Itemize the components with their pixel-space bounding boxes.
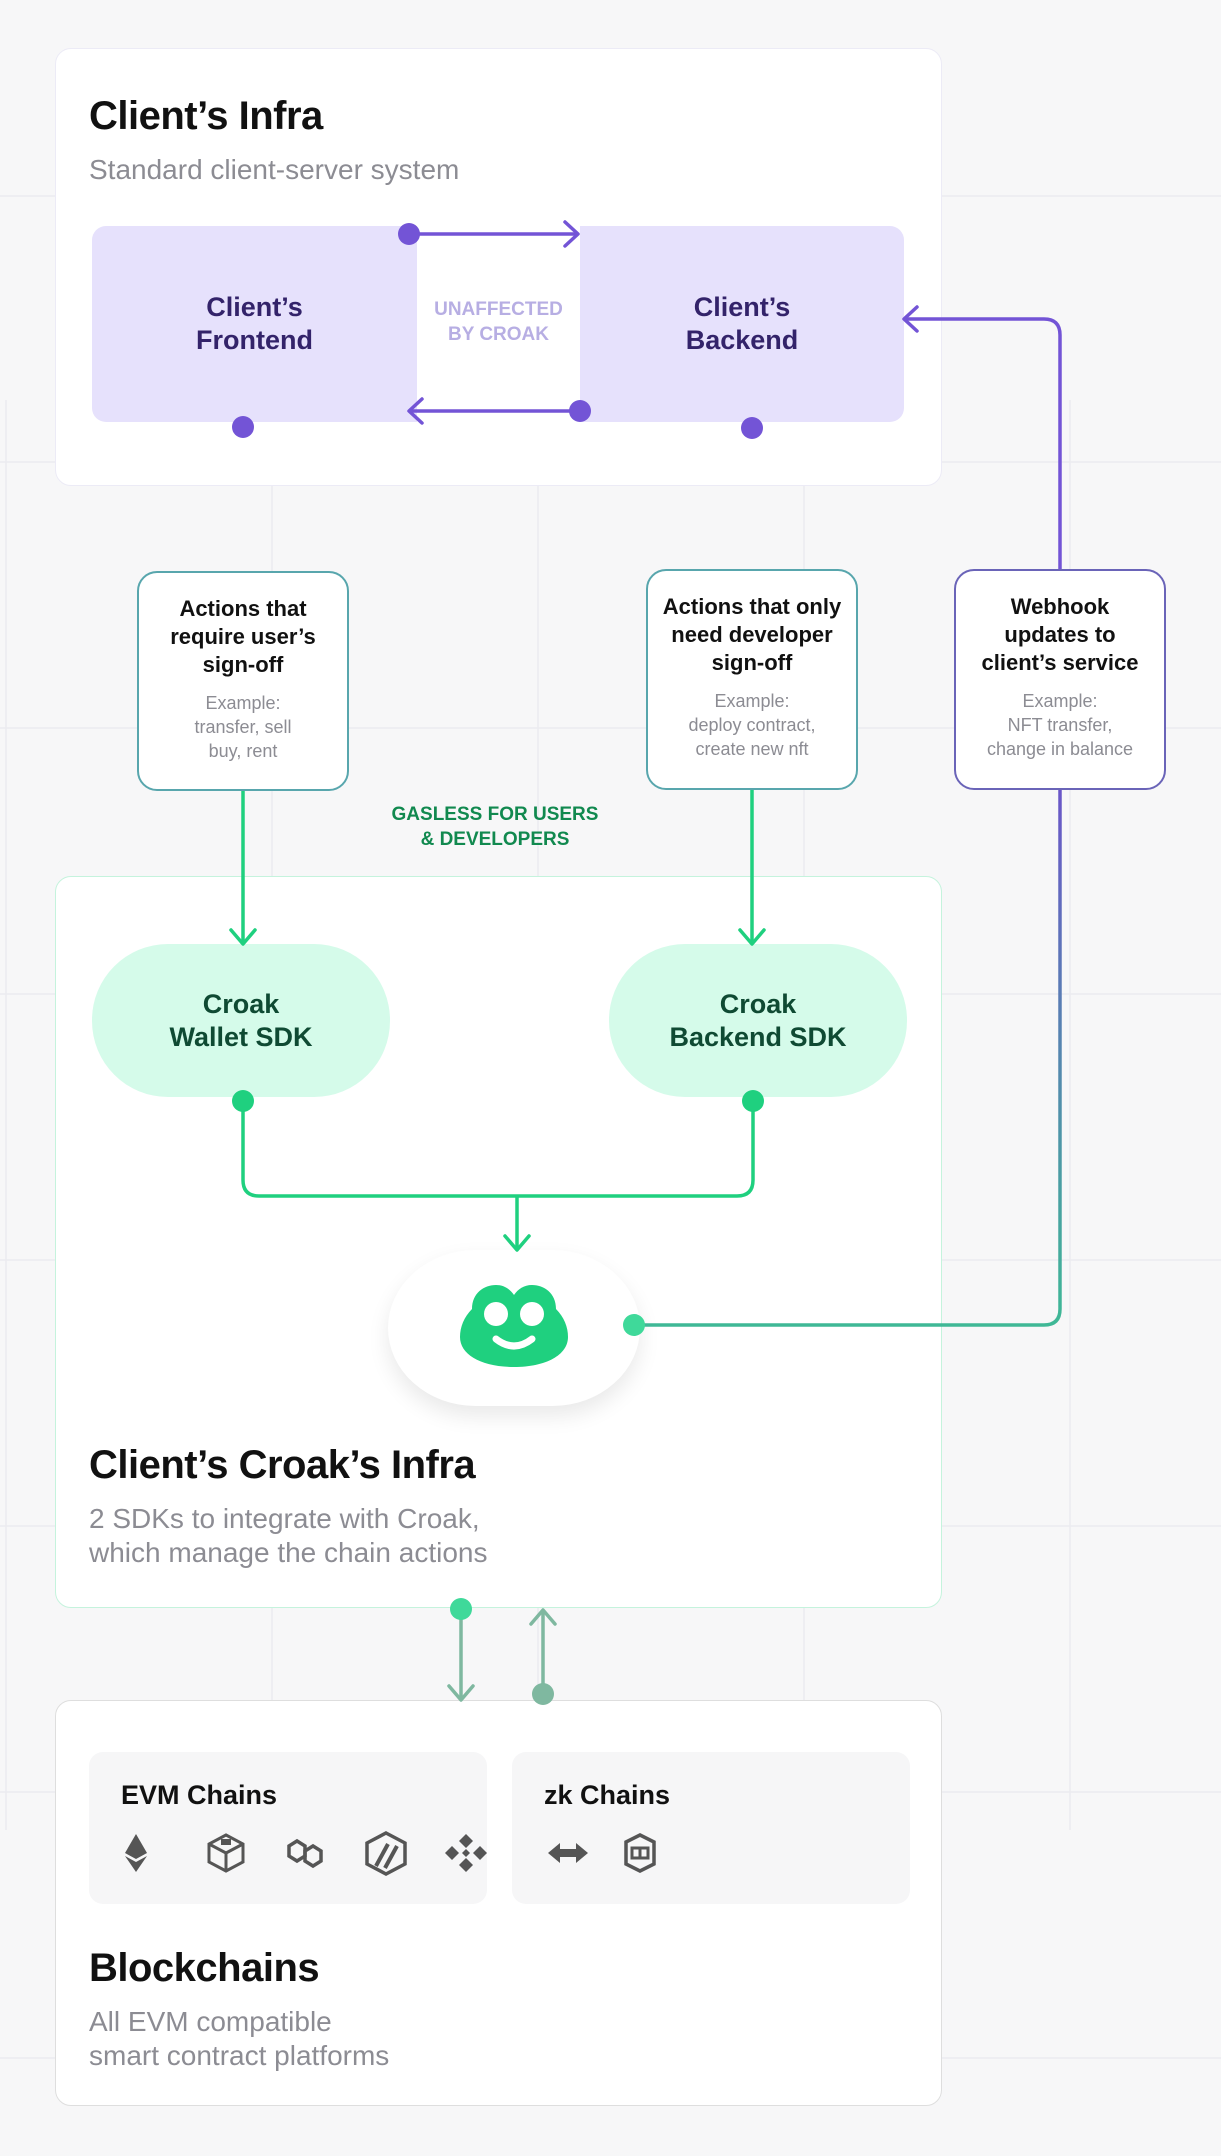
cube-icon [207,1833,245,1873]
webhook-example-1: Example: [1022,691,1098,711]
hex-chain-icon [624,1833,656,1873]
blockchains-subtitle: All EVM compatible smart contract platfo… [89,2005,389,2073]
developer-signoff-example-1: Example: [714,691,790,711]
developer-signoff-example-3: create new nft [695,739,809,759]
unaffected-by-croak-label: UNAFFECTED BY CROAK [417,297,580,347]
wallet-sdk-line2: Wallet SDK [169,1021,313,1052]
user-signoff-title-3: sign-off [202,652,284,677]
bnb-icon [445,1834,487,1872]
developer-signoff-title-3: sign-off [711,650,793,675]
webhook-connector [623,305,1062,1336]
user-signoff-title-2: require user’s [170,624,316,649]
sdk-merge-connector [232,1090,764,1252]
evm-chains-box: EVM Chains [89,1752,487,1904]
developer-signoff-example-2: deploy contract, [688,715,816,735]
user-signoff-title-1: Actions that [179,596,307,621]
user-signoff-example-3: buy, rent [208,741,278,761]
webhook-title-1: Webhook [1010,594,1110,619]
zksync-icon [548,1843,588,1863]
frontend-connector [232,416,254,571]
croak-wallet-sdk-node: Croak Wallet SDK [92,944,390,1097]
croak-infra-subtitle-1: 2 SDKs to integrate with Croak, [89,1503,480,1534]
backend-label-line2: Backend [685,325,799,355]
backend-to-frontend-arrow [407,397,591,425]
client-infra-title: Client’s Infra [89,94,323,138]
frontend-label-line2: Frontend [196,325,313,355]
frontend-label-line1: Client’s [206,292,303,322]
blockchains-to-croak-arrow [529,1608,557,1705]
blockchains-subtitle-1: All EVM compatible [89,2006,332,2037]
user-signoff-to-wallet-sdk-arrow [229,791,257,946]
gasless-label: GASLESS FOR USERS & DEVELOPERS [370,802,620,852]
blockchains-title: Blockchains [89,1946,320,1990]
gasless-line1: GASLESS FOR USERS [391,804,599,825]
frontend-to-backend-arrow [398,220,580,248]
evm-chains-title: EVM Chains [121,1780,278,1810]
webhook-example-2: NFT transfer, [1007,715,1113,735]
wallet-sdk-line1: Croak [202,988,280,1019]
backend-connector [741,417,763,569]
developer-signoff-to-backend-sdk-arrow [738,790,766,946]
unaffected-line1: UNAFFECTED [434,299,563,320]
croak-to-blockchains-arrow [447,1598,475,1702]
backend-sdk-line2: Backend SDK [669,1021,847,1052]
client-frontend-node: Client’s Frontend [92,226,417,422]
unaffected-line2: BY CROAK [448,324,549,345]
backend-label-line1: Client’s [693,292,791,322]
gasless-line2: & DEVELOPERS [420,829,570,850]
backend-sdk-line1: Croak [719,988,797,1019]
zk-chains-title: zk Chains [544,1780,671,1810]
ethereum-icon [125,1834,147,1872]
client-infra-subtitle: Standard client-server system [89,154,460,185]
croak-infra-subtitle-2: which manage the chain actions [89,1537,488,1568]
webhook-box: Webhook updates to client’s service Exam… [954,569,1166,790]
croak-infra-subtitle: 2 SDKs to integrate with Croak, which ma… [89,1502,487,1570]
croak-backend-sdk-node: Croak Backend SDK [609,944,907,1097]
croak-infra-title: Client’s Croak’s Infra [89,1443,476,1487]
user-signoff-example-2: transfer, sell [194,717,292,737]
developer-signoff-box: Actions that only need developer sign-of… [646,569,858,790]
webhook-title-3: client’s service [981,650,1139,675]
croak-frog-icon [460,1285,568,1367]
polygon-icon [287,1838,323,1869]
user-signoff-example-1: Example: [205,693,281,713]
webhook-example-3: change in balance [986,739,1134,759]
user-signoff-box: Actions that require user’s sign-off Exa… [137,571,349,791]
webhook-title-2: updates to [1004,622,1116,647]
blockchains-subtitle-2: smart contract platforms [89,2040,390,2071]
zk-chains-box: zk Chains [512,1752,910,1904]
developer-signoff-title-2: need developer [671,622,833,647]
client-backend-node: Client’s Backend [580,226,904,422]
arbitrum-icon [365,1831,407,1876]
developer-signoff-title-1: Actions that only [662,594,842,619]
